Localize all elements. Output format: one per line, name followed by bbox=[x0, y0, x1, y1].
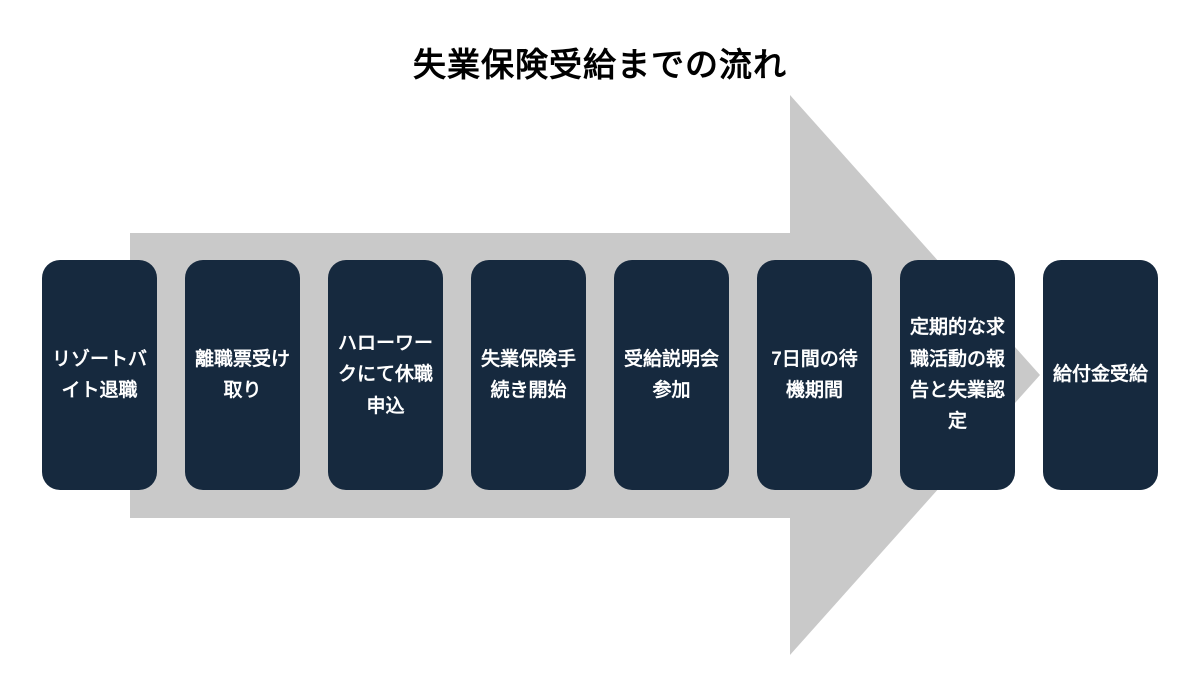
process-steps-row: リゾートバイト退職 離職票受け取り ハローワークにて休職申込 失業保険手続き開始… bbox=[42, 260, 1158, 490]
process-step-label: 失業保険手続き開始 bbox=[480, 348, 576, 401]
process-step-box: 離職票受け取り bbox=[185, 260, 300, 490]
process-step-label: 定期的な求職活動の報告と失業認定 bbox=[909, 317, 1005, 433]
process-step-box: 失業保険手続き開始 bbox=[471, 260, 586, 490]
process-step-box: 7日間の待機期間 bbox=[757, 260, 872, 490]
process-step-label: 離職票受け取り bbox=[194, 348, 290, 401]
process-step-box: 給付金受給 bbox=[1043, 260, 1158, 490]
process-step-box: 受給説明会参加 bbox=[614, 260, 729, 490]
process-step-label: 7日間の待機期間 bbox=[771, 348, 858, 401]
process-step-label: ハローワークにて休職申込 bbox=[337, 332, 433, 417]
process-step-box: 定期的な求職活動の報告と失業認定 bbox=[900, 260, 1015, 490]
process-step-label: リゾートバイト退職 bbox=[51, 348, 147, 401]
process-step-box: リゾートバイト退職 bbox=[42, 260, 157, 490]
process-step-box: ハローワークにて休職申込 bbox=[328, 260, 443, 490]
page-title: 失業保険受給までの流れ bbox=[413, 46, 787, 83]
process-step-label: 給付金受給 bbox=[1052, 364, 1148, 386]
process-step-label: 受給説明会参加 bbox=[623, 348, 719, 401]
